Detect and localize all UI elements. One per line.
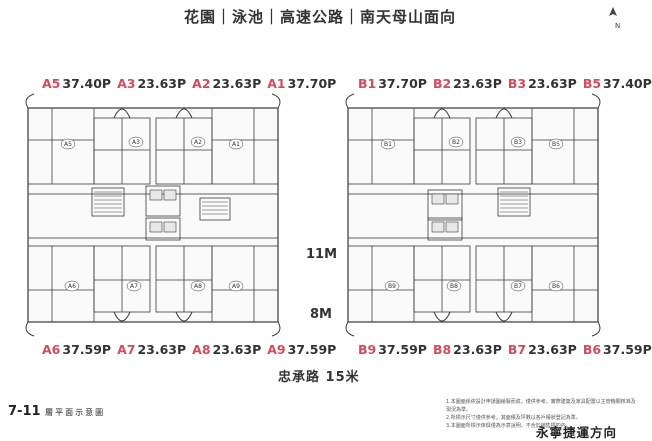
floor-range: 7-11: [8, 404, 41, 419]
unit-tag: A1: [232, 141, 240, 148]
road-label: 忠承路 15米: [278, 370, 360, 385]
unit-tag: B1: [384, 141, 392, 148]
left-tower-floor-plan: A5 A3 A2 A1 A6 A7 A8 A9: [25, 93, 281, 337]
floor-plan-title: 7-11 層平面示意圖: [8, 404, 105, 419]
unit-tag: A6: [68, 283, 76, 290]
note-line: 1.本圖面係依設計申請圖繪製而成，僅供參考，實際建築及家具配置以主管機關核准及現…: [446, 399, 636, 413]
unit-tag: A8: [194, 283, 202, 290]
note-line: 2.所標示尺寸僅供參考，其面積及坪數以各戶權狀登記為準。: [446, 415, 581, 421]
note-line: 3.本圖面所標示傢俱僅為示意說明，不含於銷售標的內。: [446, 423, 571, 429]
mrt-direction-label: 永寧捷運方向: [536, 425, 618, 440]
unit-tag: A9: [232, 283, 240, 290]
unit-tag: B8: [450, 283, 458, 290]
page-title: 花園｜泳池｜高速公路｜南天母山面向: [183, 8, 456, 26]
unit-tag: A7: [130, 283, 138, 290]
right-tower-floor-plan: B1 B2 B3 B5 B9 B8 B7 B6: [345, 93, 601, 337]
unit-tag: A5: [64, 141, 72, 148]
plan-label: 層平面示意圖: [45, 408, 106, 417]
unit-tag: B6: [552, 283, 560, 290]
disclaimer-notes: 1.本圖面係依設計申請圖繪製而成，僅供參考，實際建築及家具配置以主管機關核准及現…: [446, 398, 636, 430]
spacing-label-upper: 11M: [306, 247, 338, 262]
unit-tag: A2: [194, 139, 202, 146]
svg-text:N: N: [615, 22, 620, 30]
unit-tag: B7: [514, 283, 522, 290]
north-arrow-icon: N: [609, 7, 620, 30]
unit-tag: B3: [514, 139, 522, 146]
unit-tag: B9: [388, 283, 396, 290]
spacing-label-lower: 8M: [310, 307, 332, 322]
unit-tag: B5: [552, 141, 560, 148]
unit-tag: B2: [452, 139, 460, 146]
unit-tag: A3: [132, 139, 140, 146]
